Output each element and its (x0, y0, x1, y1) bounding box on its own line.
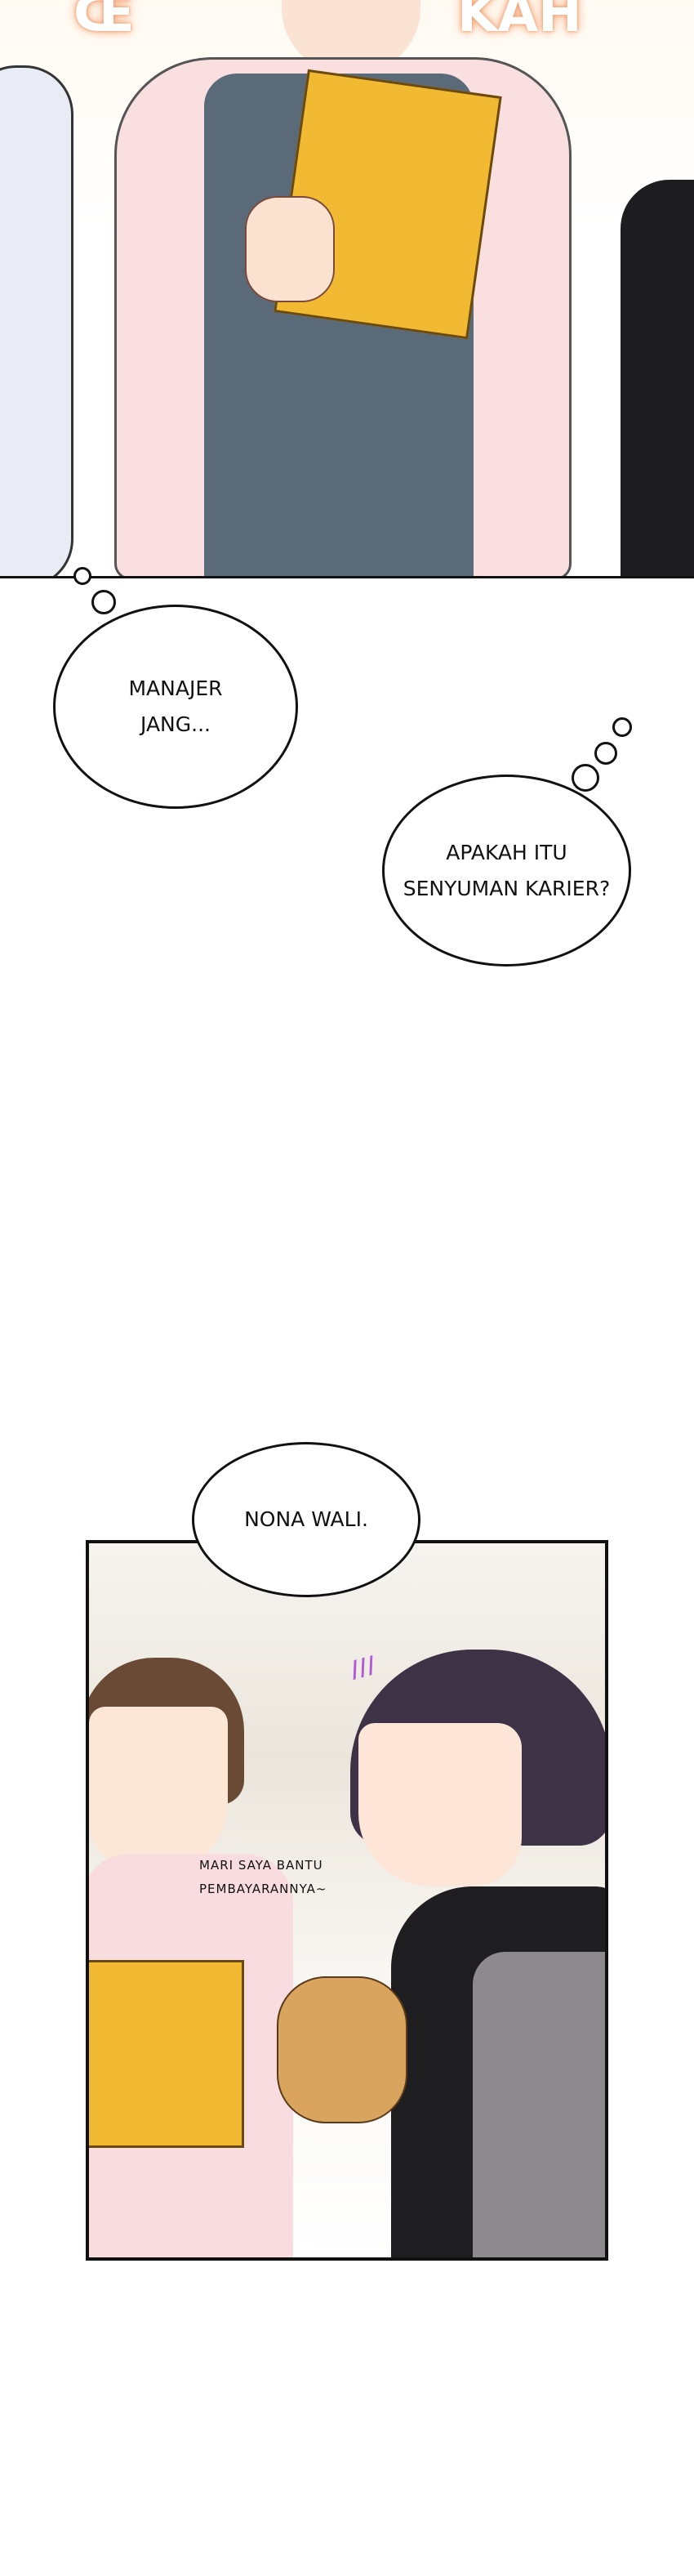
exclamation-marks: /// (347, 1650, 379, 1684)
thought-dot (612, 717, 632, 737)
caption-line: PEMBAYARANNYA~ (199, 1881, 327, 1896)
thought-dot (594, 742, 617, 765)
character-right (621, 180, 694, 576)
comic-panel-bottom: /// MARI SAYA BANTU PEMBAYARANNYA~ (86, 1540, 608, 2261)
dog (277, 1976, 407, 2123)
bubble-text-line: APAKAH ITU (446, 840, 567, 864)
folder-document (89, 1960, 244, 2148)
bubble-text-line: SENYUMAN KARIER? (403, 876, 611, 900)
tote-bag (473, 1952, 605, 2257)
speech-caption: MARI SAYA BANTU PEMBAYARANNYA~ (199, 1854, 327, 1900)
caption-line: MARI SAYA BANTU (199, 1858, 323, 1873)
speech-bubble-3: NONA WALI. (192, 1442, 420, 1597)
sound-effect-left: Œ (73, 0, 135, 44)
thought-bubble-1: MANAJER JANG... (53, 605, 298, 809)
bubble-text-line: JANG... (140, 712, 211, 736)
character-right-face (358, 1723, 522, 1886)
comic-panel-top: Œ KAH (0, 0, 694, 578)
character-left-arm (0, 65, 73, 576)
thought-dot (91, 590, 116, 614)
bubble-text-line: MANAJER (128, 676, 223, 701)
character-left-face (89, 1707, 228, 1870)
thought-dot (572, 764, 599, 792)
thought-dot (73, 567, 91, 585)
character-hand (245, 196, 335, 302)
thought-bubble-2: APAKAH ITU SENYUMAN KARIER? (382, 775, 631, 967)
bubble-text-line: NONA WALI. (244, 1507, 368, 1532)
sound-effect-right: KAH (457, 0, 582, 44)
